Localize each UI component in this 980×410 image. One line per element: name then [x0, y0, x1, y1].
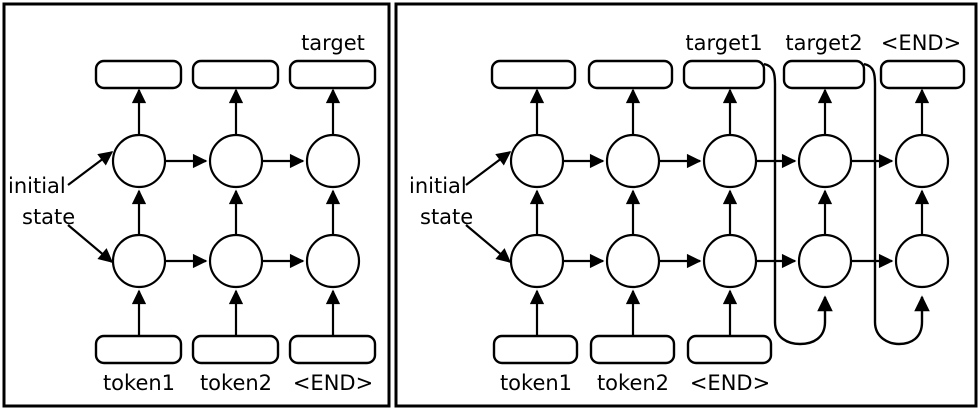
left-input-box-1[interactable] [191, 334, 280, 365]
left-input-label-1: token2 [200, 371, 272, 395]
left-output-box-2[interactable] [288, 59, 377, 90]
right-output-label-3: target2 [785, 31, 862, 55]
left-initial-state-label-line1: initial [8, 174, 66, 198]
left-lower-to-upper-arrows [131, 189, 341, 235]
left-lower-cell-0[interactable] [111, 233, 167, 289]
feedback-loop-target1 [763, 62, 833, 346]
right-lower-to-upper-arrows [529, 189, 930, 235]
left-input-to-cell-arrows [131, 289, 341, 336]
right-input-label-0: token1 [500, 371, 572, 395]
right-input-box-1[interactable] [589, 334, 676, 365]
right-lower-cell-1[interactable] [605, 233, 661, 289]
left-upper-cell-0[interactable] [111, 133, 167, 189]
left-lower-cell-2[interactable] [305, 233, 361, 289]
left-input-box-0[interactable] [94, 334, 183, 365]
right-output-box-3[interactable] [782, 59, 866, 90]
right-input-to-cell-arrows [529, 289, 738, 336]
right-output-box-1[interactable] [587, 59, 674, 90]
right-input-box-2[interactable] [686, 334, 773, 365]
right-input-label-1: token2 [597, 371, 669, 395]
right-recurrent-arrows [563, 153, 894, 269]
left-recurrent-arrows [165, 153, 305, 269]
left-upper-cell-1[interactable] [208, 133, 264, 189]
left-lower-cell-1[interactable] [208, 233, 264, 289]
right-upper-cell-1[interactable] [605, 133, 661, 189]
right-output-label-4: <END> [881, 31, 961, 55]
right-initial-state-label-line1: initial [409, 174, 467, 198]
right-feedback-loops [763, 62, 930, 346]
right-lower-cell-3[interactable] [797, 233, 853, 289]
right-output-box-2[interactable] [682, 59, 766, 90]
left-initial-state-arrows [67, 151, 114, 263]
left-cell-to-output-arrows [131, 88, 341, 135]
left-input-label-0: token1 [103, 371, 175, 395]
right-upper-cell-2[interactable] [702, 133, 758, 189]
right-input-box-0[interactable] [492, 334, 579, 365]
right-output-box-4[interactable] [879, 59, 966, 90]
right-lower-cell-0[interactable] [509, 233, 565, 289]
right-initial-state-arrows [465, 151, 512, 263]
left-output-label-2: target [301, 31, 365, 55]
right-output-label-2: target1 [685, 31, 762, 55]
right-lower-cell-4[interactable] [894, 233, 950, 289]
left-upper-cell-2[interactable] [305, 133, 361, 189]
right-upper-cell-4[interactable] [894, 133, 950, 189]
left-initial-state-label-line2: state [22, 205, 75, 229]
right-output-box-0[interactable] [490, 59, 577, 90]
left-output-box-0[interactable] [94, 59, 183, 90]
right-input-label-2: <END> [690, 371, 770, 395]
right-cell-to-output-arrows [529, 88, 930, 135]
right-upper-cell-3[interactable] [797, 133, 853, 189]
left-output-box-1[interactable] [191, 59, 280, 90]
left-input-box-2[interactable] [288, 334, 377, 365]
feedback-loop-target2 [863, 62, 930, 346]
right-lower-cell-2[interactable] [702, 233, 758, 289]
right-initial-state-label-line2: state [420, 205, 473, 229]
left-input-label-2: <END> [293, 371, 373, 395]
right-upper-cell-0[interactable] [509, 133, 565, 189]
